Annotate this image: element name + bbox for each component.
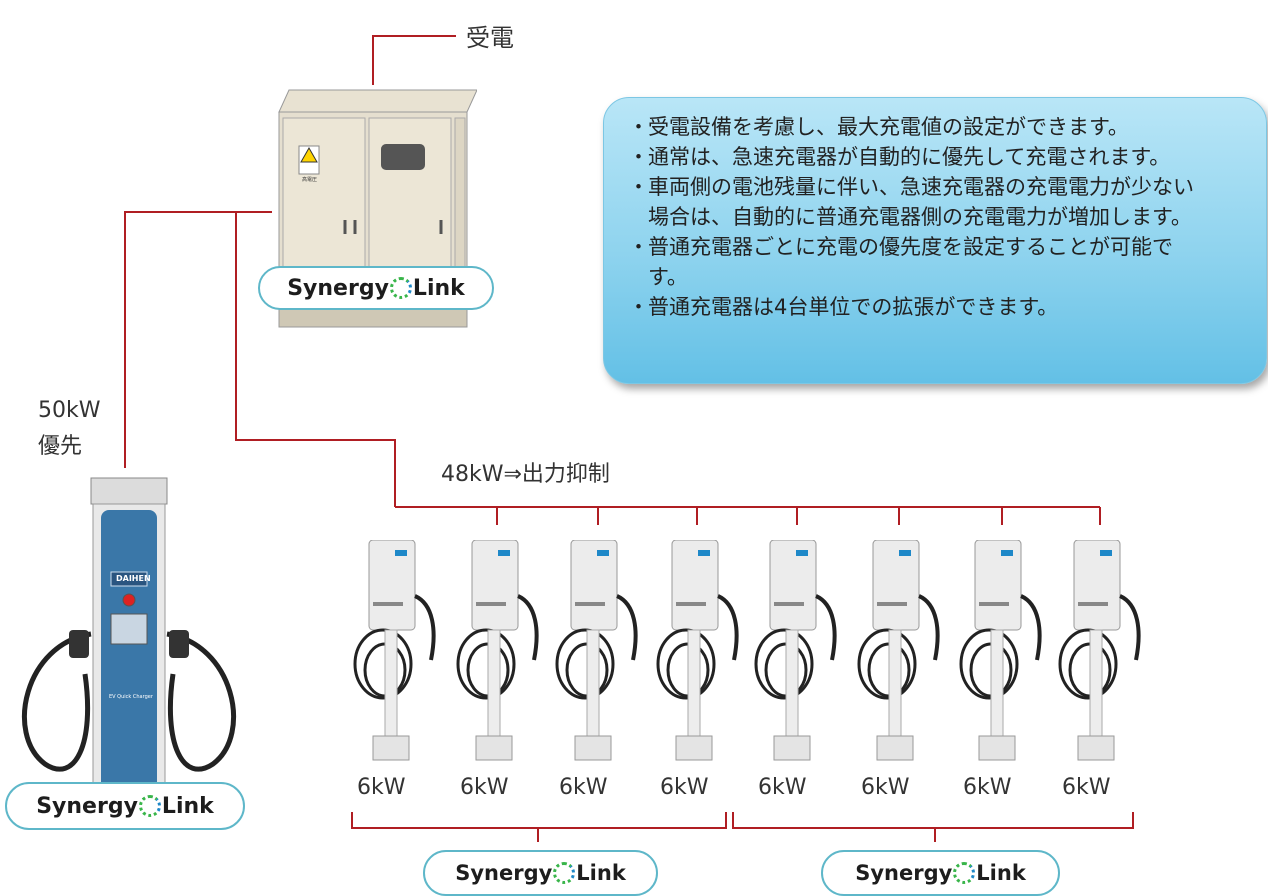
output-limit-label: 48kW⇒出力抑制 <box>441 462 610 487</box>
warning-sign-text: 高電圧 <box>302 177 318 183</box>
logo-swirl-icon <box>553 862 576 884</box>
note-item: 車両側の電池残量に伴い、急速充電器の充電電力が少ない場合は、自動的に普通充電器側… <box>628 172 1208 232</box>
quick-charger-brand: DAIHEN <box>116 574 151 583</box>
power-receiving-label: 受電 <box>466 24 514 52</box>
wire-quick-charger <box>124 211 272 468</box>
power-receiving-cabinet: 高電圧 <box>271 84 478 334</box>
logo-swirl-icon <box>138 795 161 817</box>
quick-charger: DAIHEN EV Quick Charger <box>5 474 245 794</box>
normal-charger <box>849 539 949 770</box>
feature-notes-box: 受電設備を考慮し、最大充電値の設定ができます。 通常は、急速充電器が自動的に優先… <box>603 97 1267 384</box>
charger-power-label: 6kW <box>861 775 910 800</box>
normal-charger <box>746 539 846 770</box>
charger-power-label: 6kW <box>357 775 406 800</box>
quick-charger-model: EV Quick Charger <box>109 694 153 700</box>
charger-power-label: 6kW <box>460 775 509 800</box>
quick-charger-priority-label: 優先 <box>38 434 83 459</box>
charger-power-label: 6kW <box>559 775 608 800</box>
wire-to-receiver <box>372 35 456 85</box>
normal-charger <box>448 539 548 770</box>
charger-power-label: 6kW <box>1062 775 1111 800</box>
quick-charger-power-label: 50kW <box>38 398 101 423</box>
logo-swirl-icon <box>953 862 976 884</box>
charger-power-label: 6kW <box>758 775 807 800</box>
normal-charger <box>951 539 1051 770</box>
normal-charger <box>648 539 748 770</box>
note-item: 普通充電器は4台単位での拡張ができます。 <box>628 292 1256 322</box>
note-item: 普通充電器ごとに充電の優先度を設定することが可能です。 <box>628 232 1188 292</box>
normal-charger <box>345 539 445 770</box>
wire-normal-chargers <box>235 212 396 507</box>
logo-swirl-icon <box>389 277 412 299</box>
charger-power-label: 6kW <box>963 775 1012 800</box>
normal-charger <box>1050 539 1150 770</box>
group-bracket-right <box>732 812 1134 842</box>
note-item: 通常は、急速充電器が自動的に優先して充電されます。 <box>628 142 1256 172</box>
charger-power-label: 6kW <box>660 775 709 800</box>
note-item: 受電設備を考慮し、最大充電値の設定ができます。 <box>628 112 1256 142</box>
normal-charger <box>547 539 647 770</box>
group-bracket-left <box>351 812 727 842</box>
